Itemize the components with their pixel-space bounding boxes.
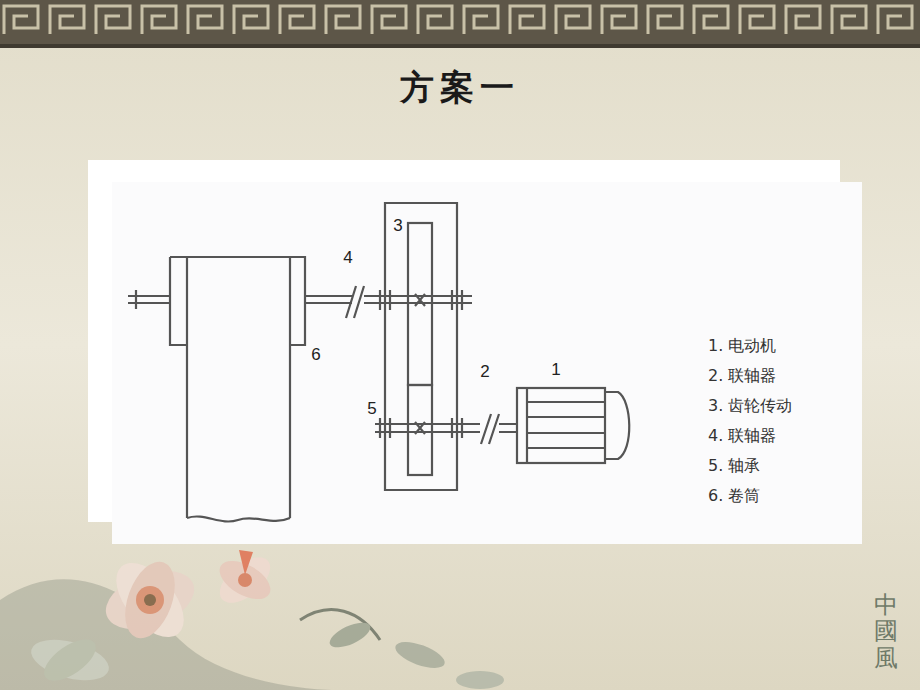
- scan-panel: [112, 182, 862, 544]
- electric-motor: [517, 388, 629, 463]
- part-list-item: 5. 轴承: [708, 456, 760, 477]
- part-list-item: 6. 卷筒: [708, 486, 760, 507]
- flower-decoration: [0, 548, 504, 690]
- slide-title: 方案一: [400, 65, 520, 111]
- transmission-schematic: [128, 203, 629, 522]
- border-line: [0, 44, 920, 48]
- part-list-item: 4. 联轴器: [708, 426, 776, 447]
- callout-number: 2: [480, 362, 489, 382]
- gear-housing: [375, 203, 480, 490]
- part-list-item: 1. 电动机: [708, 336, 776, 357]
- callout-number: 4: [343, 248, 352, 268]
- seal-watermark: 中國風: [874, 592, 898, 671]
- part-list-item: 2. 联轴器: [708, 366, 776, 387]
- callout-number: 6: [311, 345, 320, 365]
- coupling-2: [481, 414, 517, 444]
- fret-border: [0, 0, 920, 44]
- callout-number: 3: [393, 216, 402, 236]
- drum: [128, 257, 345, 522]
- callout-number: 1: [551, 360, 560, 380]
- callout-number: 5: [367, 399, 376, 419]
- part-list-item: 3. 齿轮传动: [708, 396, 792, 417]
